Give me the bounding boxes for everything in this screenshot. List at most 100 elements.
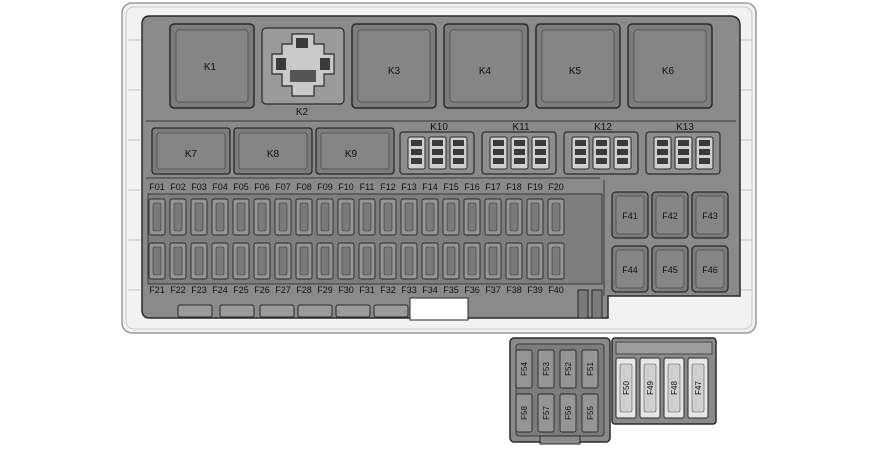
mini-fuse-f05 (232, 198, 250, 236)
fuse-label-f07: F07 (275, 182, 291, 192)
mini-fuse-f03 (190, 198, 208, 236)
relay-k11: K11 (481, 122, 557, 175)
fuse-label-f16: F16 (464, 182, 480, 192)
mini-fuse-f33 (400, 242, 418, 280)
aux-fuse-label-f50: F50 (622, 381, 631, 395)
mini-fuse-f16 (463, 198, 481, 236)
relay-k13: K13 (645, 122, 721, 175)
aux-fuse-label-f58: F58 (520, 406, 529, 420)
cartridge-fuse-label-f43: F43 (702, 211, 718, 221)
fuse-label-f18: F18 (506, 182, 522, 192)
relay-k12-label: K12 (594, 122, 612, 133)
mini-fuse-f04 (211, 198, 229, 236)
fuse-label-f17: F17 (485, 182, 501, 192)
fuse-label-f40: F40 (548, 285, 564, 295)
frame-ribs (128, 39, 752, 291)
mini-fuse-f37 (484, 242, 502, 280)
relay-k11-label: K11 (512, 122, 529, 133)
cartridge-fuse-f43: F43 (691, 191, 729, 239)
fuse-label-f39: F39 (527, 285, 543, 295)
mini-fuse-f02 (169, 198, 187, 236)
mini-fuse-f14 (421, 198, 439, 236)
relay-k8-label: K8 (267, 149, 280, 160)
relay-k1-label: K1 (204, 62, 217, 73)
mini-fuse-f25 (232, 242, 250, 280)
fuse-label-f37: F37 (485, 285, 501, 295)
relay-k3: K3 (351, 23, 437, 109)
mini-fuse-f38 (505, 242, 523, 280)
aux-fuse-f55: F55 (581, 393, 599, 433)
fuse-label-f27: F27 (275, 285, 291, 295)
mini-fuse-f08 (295, 198, 313, 236)
fuse-label-f20: F20 (548, 182, 564, 192)
fuse-label-f23: F23 (191, 285, 207, 295)
fuse-label-f22: F22 (170, 285, 186, 295)
mini-fuse-f34 (421, 242, 439, 280)
cartridge-fuse-label-f45: F45 (662, 265, 678, 275)
relay-k4: K4 (443, 23, 529, 109)
mini-fuse-f07 (274, 198, 292, 236)
aux-fuse-label-f49: F49 (646, 381, 655, 395)
relay-k5-label: K5 (569, 66, 582, 77)
relay-k7-label: K7 (185, 149, 198, 160)
fuse-label-f10: F10 (338, 182, 354, 192)
relay-k8: K8 (233, 127, 313, 175)
outer-frame-inner-edge (125, 6, 753, 330)
mini-fuse-f36 (463, 242, 481, 280)
mini-fuse-f13 (400, 198, 418, 236)
relay-k13-label: K13 (676, 122, 694, 133)
mini-fuse-f23 (190, 242, 208, 280)
cartridge-fuse-label-f44: F44 (622, 265, 638, 275)
cartridge-fuse-f44: F44 (611, 245, 649, 293)
fuse-label-f30: F30 (338, 285, 354, 295)
cartridge-fuse-f41: F41 (611, 191, 649, 239)
relay-k3-label: K3 (388, 66, 401, 77)
aux-fuse-f53: F53 (537, 349, 555, 389)
fuse-label-f26: F26 (254, 285, 270, 295)
fuse-label-f21: F21 (149, 285, 165, 295)
mini-fuse-f17 (484, 198, 502, 236)
fuse-label-f35: F35 (443, 285, 459, 295)
fuse-label-f12: F12 (380, 182, 396, 192)
mini-fuse-f27 (274, 242, 292, 280)
aux-fuse-label-f56: F56 (564, 406, 573, 420)
relay-k7: K7 (151, 127, 231, 175)
relay-k12: K12 (563, 122, 639, 175)
cartridge-fuse-label-f41: F41 (622, 211, 638, 221)
fuse-label-f25: F25 (233, 285, 249, 295)
mini-fuse-f31 (358, 242, 376, 280)
fuse-label-f36: F36 (464, 285, 480, 295)
mini-fuse-f40 (547, 242, 565, 280)
relay-k9: K9 (315, 127, 395, 175)
cartridge-fuse-f45: F45 (651, 245, 689, 293)
fuse-label-f05: F05 (233, 182, 249, 192)
fuse-label-f08: F08 (296, 182, 312, 192)
fuse-label-f19: F19 (527, 182, 543, 192)
aux-fuse-label-f51: F51 (586, 362, 595, 376)
mini-fuse-f01 (148, 198, 166, 236)
cartridge-fuse-label-f42: F42 (662, 211, 678, 221)
fuse-label-f11: F11 (360, 182, 375, 192)
mini-fuse-f19 (526, 198, 544, 236)
fuse-label-f32: F32 (380, 285, 396, 295)
cartridge-fuse-label-f46: F46 (702, 265, 718, 275)
aux-fuse-f48: F48 (663, 357, 685, 419)
fuse-label-f15: F15 (443, 182, 459, 192)
mini-fuse-f28 (295, 242, 313, 280)
aux-fuse-f51: F51 (581, 349, 599, 389)
fuse-label-f31: F31 (359, 285, 375, 295)
fuse-label-f14: F14 (422, 182, 438, 192)
fuse-label-f03: F03 (191, 182, 207, 192)
cartridge-fuse-f46: F46 (691, 245, 729, 293)
mini-fuse-f24 (211, 242, 229, 280)
fuse-label-f33: F33 (401, 285, 417, 295)
mini-fuse-area (147, 193, 603, 285)
mini-fuse-f29 (316, 242, 334, 280)
fuse-label-f38: F38 (506, 285, 522, 295)
relay-k2-label: K2 (296, 107, 309, 118)
aux-fuse-label-f48: F48 (670, 381, 679, 395)
